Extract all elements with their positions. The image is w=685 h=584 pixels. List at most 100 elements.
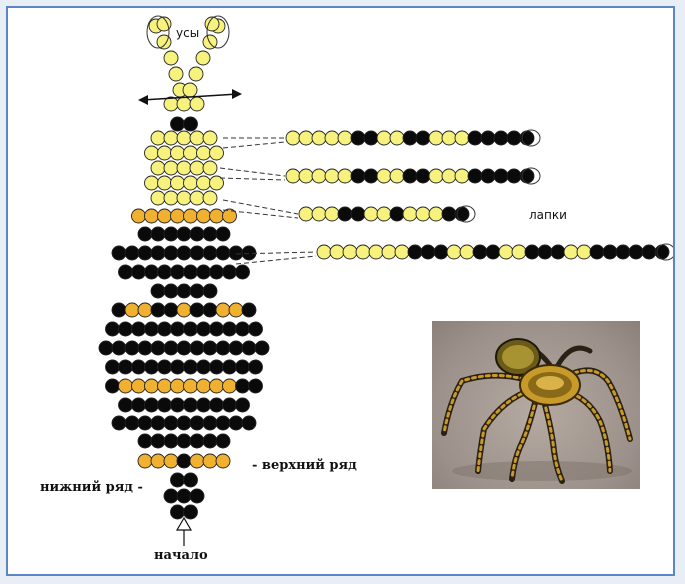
leg-bead <box>299 207 313 221</box>
body-bead <box>216 454 230 468</box>
leg-bead <box>551 245 565 259</box>
body-bead <box>190 303 204 317</box>
leg-bead <box>429 169 443 183</box>
leg-bead <box>364 131 378 145</box>
body-bead <box>145 209 159 223</box>
body-bead <box>158 176 172 190</box>
body-bead <box>236 360 250 374</box>
body-bead <box>216 227 230 241</box>
body-bead <box>158 360 172 374</box>
leg-bead <box>403 131 417 145</box>
leg-bead <box>468 131 482 145</box>
body-bead <box>223 360 237 374</box>
body-bead <box>197 176 211 190</box>
body-bead <box>112 303 126 317</box>
body-bead <box>223 265 237 279</box>
body-bead <box>145 176 159 190</box>
leg-bead <box>343 245 357 259</box>
body-bead <box>190 227 204 241</box>
leg-bead <box>538 245 552 259</box>
body-bead <box>164 434 178 448</box>
body-bead <box>171 360 185 374</box>
body-bead <box>190 341 204 355</box>
leg-bead <box>351 207 365 221</box>
body-bead <box>242 246 256 260</box>
body-bead <box>125 416 139 430</box>
leg-bead <box>507 169 521 183</box>
leg-connector <box>220 178 285 180</box>
leg-bead <box>286 131 300 145</box>
leg-bead <box>442 169 456 183</box>
leg-bead <box>312 131 326 145</box>
body-bead <box>125 246 139 260</box>
body-bead <box>171 379 185 393</box>
body-bead <box>151 191 165 205</box>
body-bead <box>177 131 191 145</box>
body-bead <box>203 131 217 145</box>
body-bead <box>119 379 133 393</box>
leg-bead <box>629 245 643 259</box>
leg-connector <box>220 168 285 176</box>
body-bead <box>203 416 217 430</box>
body-bead <box>197 265 211 279</box>
body-bead <box>190 131 204 145</box>
leg-bead <box>390 169 404 183</box>
leg-bead <box>338 207 352 221</box>
body-bead <box>210 322 224 336</box>
leg-bead <box>408 245 422 259</box>
leg-bead <box>312 207 326 221</box>
body-bead <box>158 398 172 412</box>
body-bead <box>236 265 250 279</box>
leg-bead <box>455 169 469 183</box>
leg-bead <box>486 245 500 259</box>
body-bead <box>177 161 191 175</box>
body-bead <box>197 379 211 393</box>
leg-bead <box>364 207 378 221</box>
leg-bead <box>338 131 352 145</box>
diagram-frame: усы лапки - верхний ряд нижний ряд - нач… <box>6 6 675 576</box>
spider-photo-image <box>432 321 640 489</box>
body-bead <box>197 360 211 374</box>
beaded-spider-photo <box>432 321 640 489</box>
body-bead <box>151 161 165 175</box>
body-bead <box>216 416 230 430</box>
body-bead <box>151 246 165 260</box>
body-bead <box>242 416 256 430</box>
leg-bead <box>468 169 482 183</box>
leg-bead <box>577 245 591 259</box>
body-bead <box>236 322 250 336</box>
body-bead <box>184 398 198 412</box>
body-bead <box>177 341 191 355</box>
body-bead <box>177 434 191 448</box>
body-bead <box>164 284 178 298</box>
arrow-right-icon <box>232 89 242 99</box>
body-bead <box>203 454 217 468</box>
body-bead <box>106 322 120 336</box>
legs-label: лапки <box>529 208 567 222</box>
body-bead <box>223 398 237 412</box>
body-bead <box>242 303 256 317</box>
leg-bead <box>447 245 461 259</box>
start-label: начало <box>154 548 208 563</box>
body-bead <box>203 191 217 205</box>
body-bead <box>190 97 204 111</box>
body-bead <box>138 303 152 317</box>
body-bead <box>151 303 165 317</box>
leg-bead <box>416 131 430 145</box>
body-bead <box>145 379 159 393</box>
body-bead <box>177 97 191 111</box>
upper-row-label: - верхний ряд <box>252 458 357 473</box>
body-bead <box>177 416 191 430</box>
body-bead <box>203 227 217 241</box>
body-bead <box>164 191 178 205</box>
body-bead <box>158 146 172 160</box>
body-bead <box>236 379 250 393</box>
body-bead <box>138 341 152 355</box>
leg-bead <box>377 131 391 145</box>
body-bead <box>210 265 224 279</box>
leg-bead <box>299 131 313 145</box>
body-bead <box>164 303 178 317</box>
body-bead <box>177 284 191 298</box>
body-bead <box>184 117 198 131</box>
body-bead <box>171 398 185 412</box>
